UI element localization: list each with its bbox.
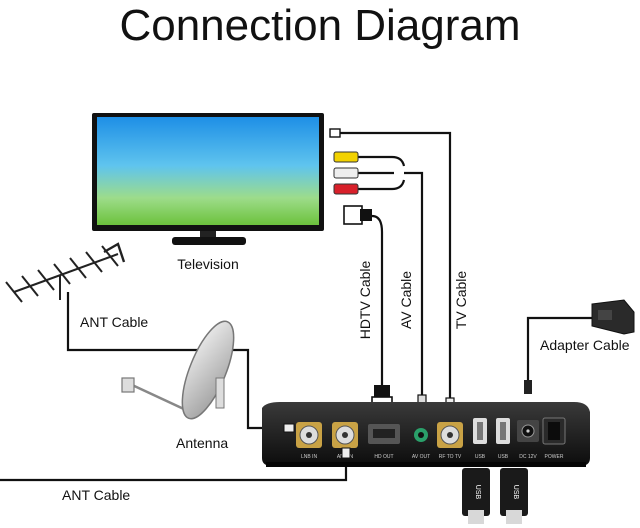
power-adapter-illustration: [524, 299, 635, 394]
usb2-label: USB: [498, 454, 509, 460]
tv-stand: [172, 237, 246, 245]
television-illustration: [92, 113, 324, 245]
hdmi-plug-tv: [343, 205, 372, 225]
dc-port: DC 12V: [517, 420, 539, 460]
satellite-dish-illustration: [121, 320, 235, 420]
television-label: Television: [177, 256, 238, 272]
av-cable-label: AV Cable: [398, 271, 414, 329]
ant-cable-top-plug: [283, 423, 295, 433]
ant-cable-bottom-label: ANT Cable: [62, 487, 130, 503]
av-white-plug: [333, 167, 359, 179]
av-plugs: [333, 151, 359, 195]
dc-label: DC 12V: [519, 454, 537, 460]
av-yellow-plug: [333, 151, 359, 163]
adapter-cable-line: [526, 316, 592, 380]
tv-cable-line: [338, 131, 452, 420]
av-red-plug: [333, 183, 359, 195]
antenna-label: Antenna: [176, 435, 228, 451]
tv-screen: [97, 117, 319, 225]
av-cable-yellow-line: [356, 155, 406, 167]
usb-port-2: USB: [496, 418, 510, 460]
usb-stick-1: USB: [462, 468, 490, 524]
rf-to-tv-port: RF TO TV: [437, 422, 463, 460]
hd-out-label: HD OUT: [374, 454, 393, 460]
adapter-cable-label: Adapter Cable: [540, 337, 630, 353]
tv-neck: [200, 231, 216, 237]
av-cable-red-line: [356, 179, 406, 191]
hdtv-cable-label: HDTV Cable: [357, 261, 373, 340]
ant-cable-bottom-plug: [341, 447, 351, 459]
av-out-label: AV OUT: [412, 454, 430, 460]
power-label: POWER: [545, 454, 564, 460]
tv-cable-plug: [329, 128, 341, 138]
hd-out-port: HD OUT: [368, 424, 400, 460]
usb1-label: USB: [475, 454, 486, 460]
lnb-in-port: LNB IN: [296, 422, 322, 460]
power-switch: POWER: [542, 417, 566, 460]
ant-cable-top-label: ANT Cable: [80, 314, 148, 330]
usb-port-1: USB: [473, 418, 487, 460]
usb-stick-2: USB: [500, 468, 528, 524]
rf-to-tv-label: RF TO TV: [439, 454, 462, 460]
set-top-box: LNB IN ANT IN HD OUT AV OUT RF TO TV: [262, 402, 590, 467]
diagram-title: Connection Diagram: [119, 1, 520, 50]
lnb-in-label: LNB IN: [301, 454, 318, 460]
hdtv-cable-line: [371, 214, 384, 385]
av-out-port: AV OUT: [412, 428, 430, 460]
yagi-antenna-illustration: [5, 242, 126, 303]
tv-cable-label: TV Cable: [453, 271, 469, 330]
usb-stick-1-label: USB: [474, 485, 481, 500]
usb-stick-2-label: USB: [512, 485, 519, 500]
av-cable-main-line: [404, 171, 424, 420]
